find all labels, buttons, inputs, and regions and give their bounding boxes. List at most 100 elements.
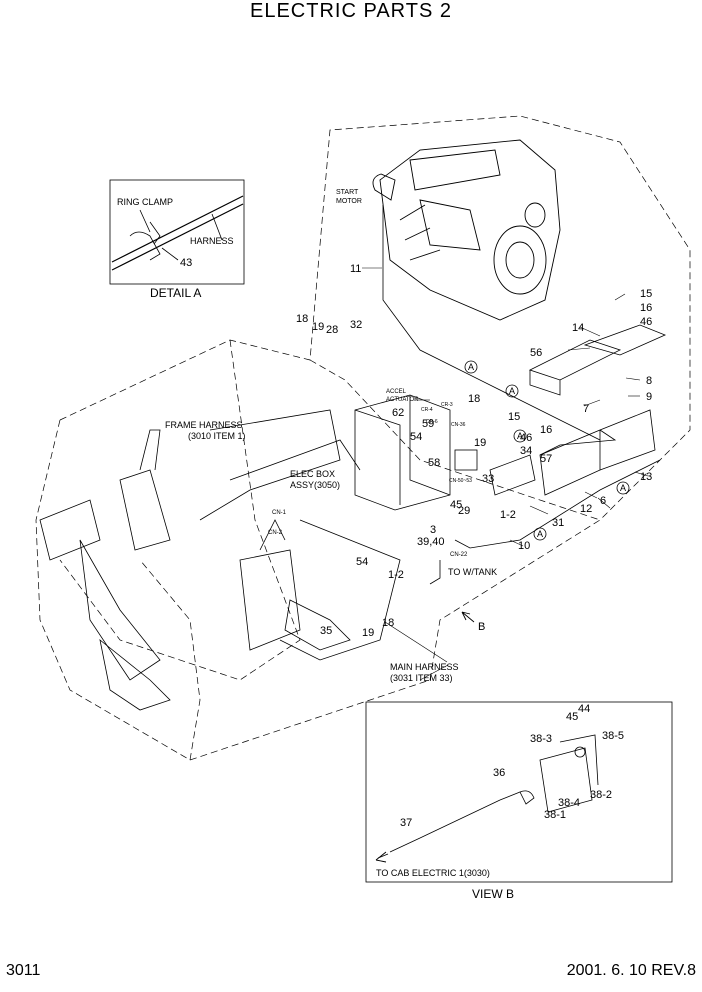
cr3-label: CR-3 xyxy=(441,402,453,408)
to-wtank-label: TO W/TANK xyxy=(448,567,497,577)
callout-38-3: 38-3 xyxy=(530,733,552,745)
callout-15a: 15 xyxy=(640,288,652,300)
detail-a-labels: RING CLAMP HARNESS 43 DETAIL A xyxy=(117,197,234,300)
cn22-label: CN-22 xyxy=(450,552,468,558)
page-title: ELECTRIC PARTS 2 xyxy=(250,0,452,22)
callout-58: 58 xyxy=(428,457,440,469)
callout-56: 56 xyxy=(530,347,542,359)
callout-43: 43 xyxy=(180,257,192,269)
callout-9: 9 xyxy=(646,391,652,403)
view-b-labels: 44 45 38-5 38-3 36 38-2 38-4 38-1 37 TO … xyxy=(376,703,624,901)
callout-7: 7 xyxy=(583,403,589,415)
revision-date: 2001. 6. 10 REV.8 xyxy=(566,962,696,979)
callout-36: 36 xyxy=(493,767,505,779)
view-b-caption: VIEW B xyxy=(472,887,514,901)
callout-34: 34 xyxy=(520,445,532,457)
callout-46a: 46 xyxy=(640,316,652,328)
callout-11: 11 xyxy=(350,263,361,275)
callout-1-2b: 1-2 xyxy=(388,569,404,581)
elec-box xyxy=(354,394,478,511)
view-b-arrow xyxy=(461,611,475,623)
callout-45b: 45 xyxy=(566,711,578,723)
battery-assembly xyxy=(489,324,667,496)
callout-18b: 18 xyxy=(468,393,480,405)
callout-19b: 19 xyxy=(474,437,486,449)
main-harness-line2: (3031 ITEM 33) xyxy=(390,673,453,683)
callout-3: 3 xyxy=(430,524,436,536)
callout-38-4: 38-4 xyxy=(558,797,580,809)
callout-13: 13 xyxy=(640,471,652,483)
callouts: 11 15 16 46 14 56 8 9 7 18 19 28 32 62 1… xyxy=(296,263,652,639)
callout-45: 45 xyxy=(450,499,462,511)
to-cab-arrow xyxy=(375,851,387,863)
callout-62: 62 xyxy=(392,407,404,419)
elec-box-line1: ELEC BOX xyxy=(290,469,335,479)
callout-15b: 15 xyxy=(508,411,520,423)
frame-harness-line1: FRAME HARNESS xyxy=(165,420,243,430)
callout-19c: 19 xyxy=(362,627,374,639)
page-number: 3011 xyxy=(6,962,41,979)
ring-clamp-label: RING CLAMP xyxy=(117,197,173,207)
callout-18c: 18 xyxy=(382,617,394,629)
callout-18a: 18 xyxy=(296,313,308,325)
view-b-frame xyxy=(365,701,673,883)
cab-outline xyxy=(35,115,691,761)
callout-44: 44 xyxy=(578,703,590,715)
detail-a-frame xyxy=(109,179,245,285)
engine-block xyxy=(372,139,561,321)
cr6-label: CR-6 xyxy=(426,419,438,425)
callout-31: 31 xyxy=(552,517,564,529)
accel-line2: ACTUATOR xyxy=(386,397,419,403)
start-motor-line1: START xyxy=(336,189,359,196)
notes: START MOTOR ACCEL ACTUATOR FRAME HARNESS… xyxy=(165,189,497,683)
view-b-arrow-label: B xyxy=(478,621,485,633)
callout-59: 59 xyxy=(422,418,434,430)
callout-54a: 54 xyxy=(410,431,422,443)
harness-lines xyxy=(199,205,661,661)
ref-a-3: A xyxy=(517,431,523,441)
cn1-label: CN-1 xyxy=(272,510,287,516)
ref-a-1: A xyxy=(468,362,474,372)
callout-10: 10 xyxy=(518,540,530,552)
cn50-label: CN-50~53 xyxy=(449,478,472,484)
callout-19a: 19 xyxy=(312,321,324,333)
leader-lines xyxy=(362,267,649,681)
callout-35: 35 xyxy=(320,625,332,637)
callout-1-2a: 1-2 xyxy=(500,509,516,521)
main-harness-line1: MAIN HARNESS xyxy=(390,662,459,672)
joystick-pedals xyxy=(39,429,351,711)
callout-32: 32 xyxy=(350,319,362,331)
callout-39-40: 39,40 xyxy=(417,536,445,548)
callout-8: 8 xyxy=(646,375,652,387)
frame-harness-line2: (3010 ITEM 1) xyxy=(188,431,246,441)
to-cab-label: TO CAB ELECTRIC 1(3030) xyxy=(376,868,490,878)
callout-12: 12 xyxy=(580,503,592,515)
callout-29: 29 xyxy=(458,505,470,517)
cn2-label: CN-2 xyxy=(268,530,283,536)
callout-46b: 46 xyxy=(520,432,532,444)
callout-14: 14 xyxy=(572,322,584,334)
ref-a-4: A xyxy=(620,483,626,493)
view-b-parts xyxy=(377,734,599,859)
callout-33: 33 xyxy=(482,473,494,485)
callout-28: 28 xyxy=(326,324,338,336)
callout-57: 57 xyxy=(540,453,552,465)
reference-markers xyxy=(464,360,630,541)
callout-54b: 54 xyxy=(356,556,368,568)
start-motor-line2: MOTOR xyxy=(336,198,362,205)
ref-a-labels: A A A A A xyxy=(468,362,626,539)
callout-38-1: 38-1 xyxy=(544,809,566,821)
callout-37: 37 xyxy=(400,817,412,829)
elec-box-line2: ASSY(3050) xyxy=(290,480,340,490)
harness-label: HARNESS xyxy=(190,236,234,246)
cn36-label: CN-36 xyxy=(451,422,466,428)
ref-a-2: A xyxy=(509,386,515,396)
callout-6: 6 xyxy=(600,495,606,507)
detail-a-caption: DETAIL A xyxy=(150,286,201,300)
callout-38-5: 38-5 xyxy=(602,730,624,742)
ref-a-5: A xyxy=(537,529,543,539)
cr4-label: CR-4 xyxy=(421,407,433,413)
callout-38-2: 38-2 xyxy=(590,789,612,801)
callout-16b: 16 xyxy=(540,424,552,436)
